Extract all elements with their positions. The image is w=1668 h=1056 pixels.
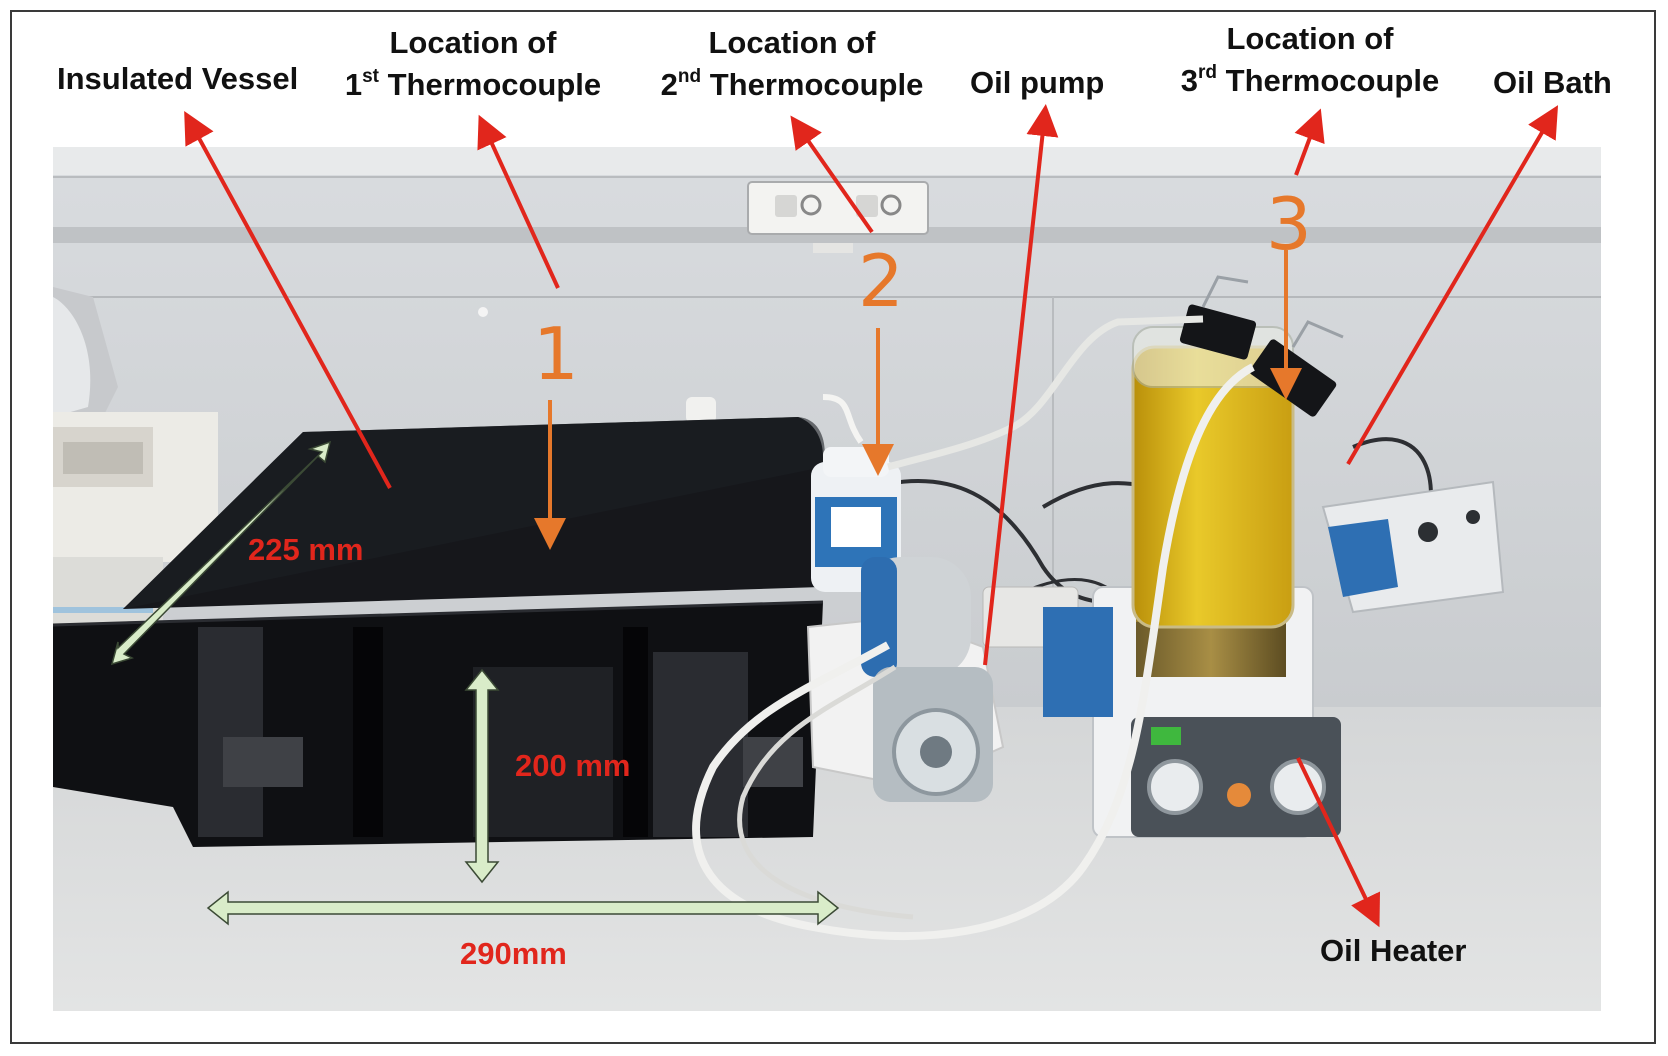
pointer-thermocouple-1: [477, 114, 560, 289]
label-thermocouple-1: Location of 1st Thermocouple: [338, 22, 608, 106]
lab-setup-photo: [53, 147, 1601, 1011]
dimension-width-label: 225 mm: [248, 532, 364, 567]
pointer-oil-heater: [1296, 757, 1381, 928]
label-thermocouple-3: Location of 3rd Thermocouple: [1175, 18, 1445, 102]
pointer-oil-pump: [983, 104, 1059, 666]
pointer-oil-bath: [1346, 105, 1559, 466]
label-thermocouple-1-line2: 1st Thermocouple: [344, 65, 602, 102]
pointer-thermocouple-2: [790, 115, 874, 234]
dimension-arrow-length: [206, 890, 840, 926]
dimension-height-label: 200 mm: [515, 748, 631, 783]
label-oil-heater: Oil Heater: [1320, 933, 1467, 968]
dimension-arrow-height: [464, 668, 500, 884]
thermocouple-marker-1: 1: [533, 312, 579, 396]
thermocouple-marker-2: 2: [858, 239, 904, 323]
label-thermocouple-2-line2: 2nd Thermocouple: [660, 65, 924, 102]
label-thermocouple-1-line1: Location of: [389, 25, 557, 60]
dimension-arrow-width: [110, 440, 332, 666]
dimension-length-label: 290mm: [460, 936, 567, 971]
label-oil-bath: Oil Bath: [1493, 65, 1612, 100]
label-insulated-vessel: Insulated Vessel: [57, 61, 299, 96]
label-oil-pump: Oil pump: [970, 65, 1105, 100]
label-thermocouple-3-line2: 3rd Thermocouple: [1180, 61, 1440, 98]
pointer-thermocouple-3: [1294, 108, 1325, 176]
thermocouple-marker-3: 3: [1266, 182, 1312, 266]
pointer-insulated-vessel: [184, 110, 392, 489]
label-thermocouple-2-line1: Location of: [708, 25, 876, 60]
label-thermocouple-2: Location of 2nd Thermocouple: [652, 22, 932, 106]
label-thermocouple-3-line1: Location of: [1226, 21, 1394, 56]
